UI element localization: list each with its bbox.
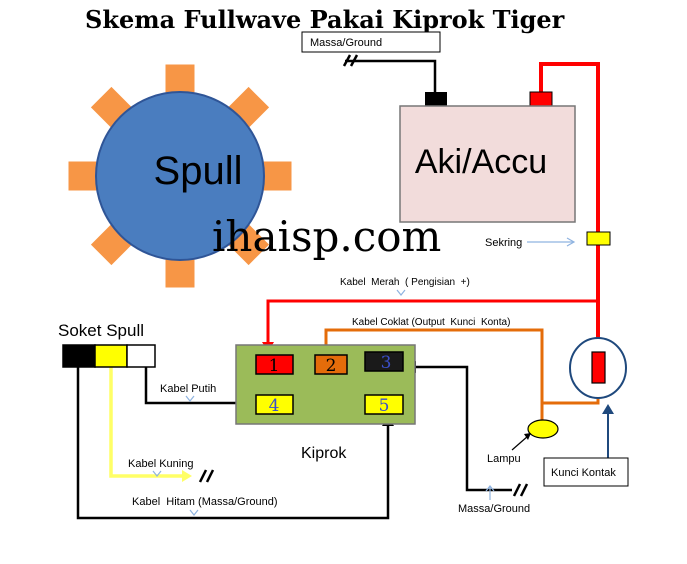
ground-bottom-pointer-head: [485, 485, 495, 492]
fuse-pointer-head: [566, 237, 576, 247]
white-wire-pointer: [185, 395, 195, 402]
key-switch-slot: [591, 351, 606, 384]
brown-wire-to-kiprok: [324, 328, 544, 427]
diagram-title: Skema Fullwave Pakai Kiprok Tiger: [85, 5, 565, 34]
fuse: [586, 231, 611, 246]
kiprok-terminal-1-label: 1: [269, 356, 280, 376]
red-wire-label: Kabel Merah ( Pengisian +): [340, 277, 470, 288]
kiprok-terminal-4-label: 4: [269, 396, 280, 416]
white-wire-label: Kabel Putih: [160, 383, 216, 395]
kiprok-terminal-5: [364, 394, 404, 415]
battery-body: [399, 105, 576, 223]
battery-negative-terminal: [425, 92, 447, 107]
black-wire-battery-ground: [345, 59, 437, 96]
massa-ground-top-box: [301, 31, 441, 53]
key-switch-label-box: [543, 457, 629, 487]
lamp-pointer: [511, 435, 529, 451]
kiprok-terminal-3: [364, 351, 404, 372]
spull-label: Spull: [154, 149, 243, 193]
lamp-label: Lampu: [487, 453, 521, 465]
spull-stator: [67, 63, 293, 289]
kiprok-terminal-2: [314, 354, 348, 375]
socket-label: Soket Spull: [58, 321, 144, 340]
black-wire-to-kiprok: [76, 367, 390, 520]
kiprok-terminal-1: [255, 354, 294, 375]
yellow-wire-label: Kabel Kuning: [128, 458, 193, 470]
white-wire-to-kiprok: [144, 367, 246, 405]
massa-ground-bottom-label: Massa/Ground: [458, 503, 530, 515]
yellow-wire-pointer: [152, 470, 162, 477]
massa-ground-top-label: Massa/Ground: [310, 37, 382, 49]
socket-terminal-white: [126, 344, 156, 368]
ground-mark-yellow: [198, 469, 215, 483]
ground-mark-bottom: [512, 483, 529, 497]
red-wire-to-kiprok: [266, 299, 598, 345]
red-wire-battery: [539, 62, 600, 232]
socket-terminal-black: [62, 344, 96, 368]
yellow-arrow-head: [182, 470, 192, 482]
socket-terminal-yellow: [94, 344, 128, 368]
kiprok-terminal-5-label: 5: [379, 396, 390, 416]
kiprok-terminal-4: [255, 394, 294, 415]
yellow-wire-ground: [109, 367, 182, 478]
kiprok-label: Kiprok: [301, 445, 347, 462]
brown-wire-label: Kabel Coklat (Output Kunci Konta): [352, 317, 510, 328]
red-wire-pointer: [396, 289, 406, 296]
battery-label: Aki/Accu: [415, 143, 547, 181]
lamp: [527, 419, 559, 439]
black-wire-kiprok-ground: [412, 365, 512, 492]
lamp-pointer-head: [524, 433, 531, 440]
key-switch-pointer-head: [602, 404, 614, 414]
battery-positive-terminal: [529, 91, 553, 108]
watermark: ihaisp.com: [212, 212, 441, 261]
kiprok-terminal-3-label: 3: [381, 353, 392, 373]
ground-mark-top: [342, 54, 359, 67]
black-wire-pointer: [189, 509, 199, 516]
key-switch-label: Kunci Kontak: [551, 467, 616, 479]
kiprok-terminal-2-label: 2: [326, 356, 337, 376]
black-wire-label: Kabel Hitam (Massa/Ground): [132, 496, 278, 508]
fuse-label: Sekring: [485, 237, 522, 249]
